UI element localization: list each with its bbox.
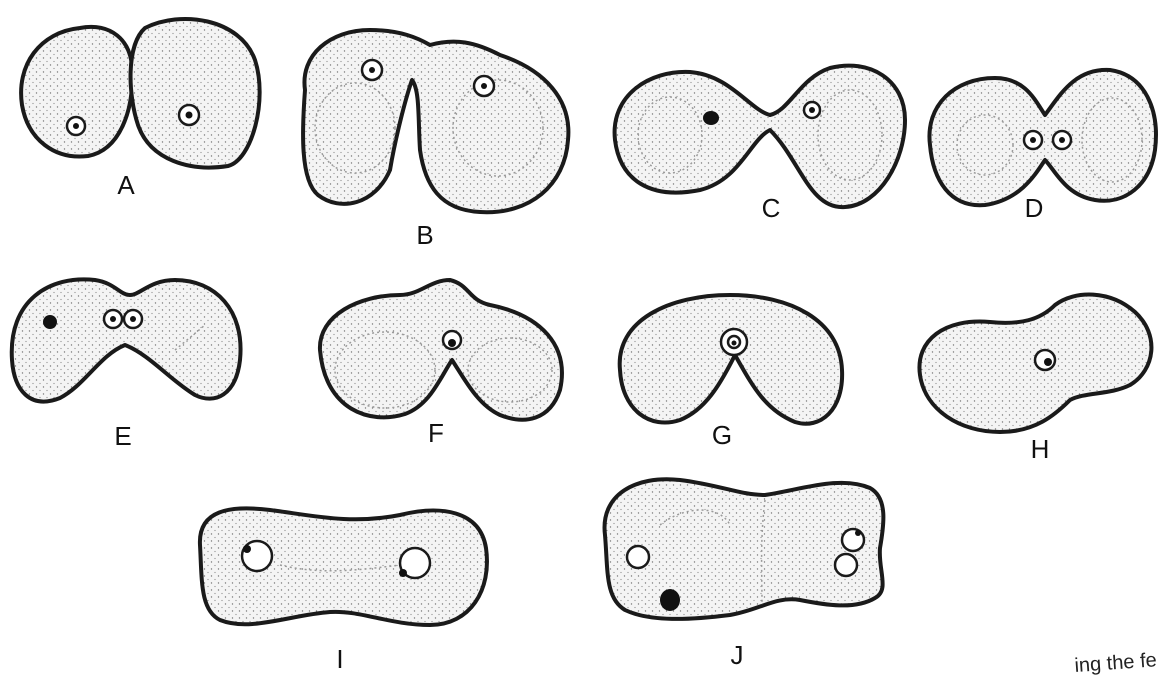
panel-e: E	[12, 279, 241, 451]
panel-e-label: E	[114, 421, 131, 451]
panel-j: J	[605, 479, 884, 670]
panel-g: G	[620, 295, 842, 450]
panel-b-cell	[303, 30, 568, 212]
panel-a: A	[21, 19, 260, 200]
panel-j-left-nucleus-bottom	[660, 589, 680, 611]
panel-a-label: A	[117, 170, 135, 200]
panel-c-label: C	[762, 193, 781, 223]
panel-g-label: G	[712, 420, 732, 450]
panel-f-nucleolus	[448, 339, 456, 347]
panel-h: H	[919, 295, 1151, 464]
panel-j-left-nucleus-top	[627, 546, 649, 568]
panel-b: B	[303, 30, 568, 250]
panel-d-right-nucleolus	[1059, 137, 1065, 143]
panel-h-label: H	[1031, 434, 1050, 464]
panel-i-right-nucleolus	[399, 569, 407, 577]
panel-c-cell	[615, 66, 905, 208]
panel-d-label: D	[1025, 193, 1044, 223]
panel-e-right-nucleolus	[130, 316, 136, 322]
panel-b-label: B	[416, 220, 433, 250]
panel-c-right-nucleolus	[809, 107, 815, 113]
panel-e-cell	[12, 279, 241, 401]
panel-f: F	[320, 280, 562, 448]
panel-g-nucleolus	[732, 341, 737, 346]
panel-i-cell	[200, 508, 487, 625]
panel-d: D	[929, 70, 1155, 223]
panel-f-label: F	[428, 418, 444, 448]
panel-a-right-cell	[131, 19, 260, 168]
panel-a-left-cell	[21, 27, 132, 157]
panel-f-cell	[320, 280, 562, 420]
panel-d-left-nucleolus	[1030, 137, 1036, 143]
panel-a-right-nucleolus	[186, 112, 193, 119]
panel-j-label: J	[731, 640, 744, 670]
panel-b-left-nucleolus	[369, 67, 375, 73]
panel-h-nucleolus	[1044, 358, 1052, 366]
caption-fragment: ing the fe	[1074, 649, 1158, 677]
panel-i-left-nucleolus	[243, 545, 251, 553]
panel-j-right-nucleus-bottom	[835, 554, 857, 576]
panel-i-label: I	[336, 644, 343, 674]
panel-c: C	[615, 66, 905, 223]
panel-e-dark-granule	[43, 315, 57, 329]
panel-a-left-nucleolus	[73, 123, 79, 129]
panel-c-left-nucleus	[703, 111, 719, 125]
panel-b-right-nucleolus	[481, 83, 487, 89]
panel-j-right-nucleolus	[855, 530, 861, 536]
panel-e-left-nucleolus	[110, 316, 116, 322]
panel-i: I	[200, 508, 487, 674]
panel-g-cell	[620, 295, 842, 424]
